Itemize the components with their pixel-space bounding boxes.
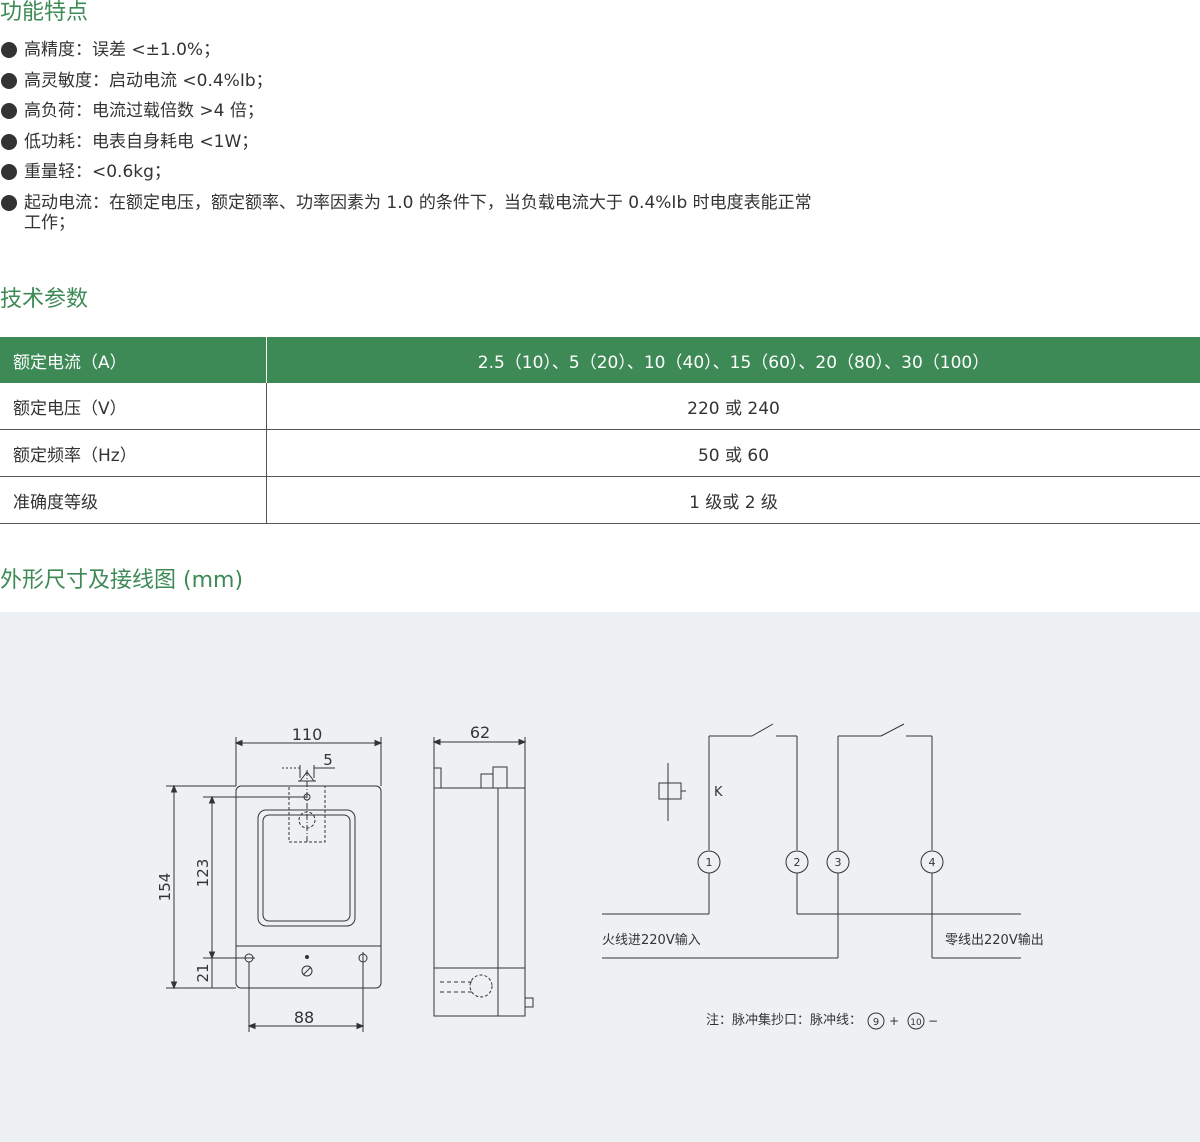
param-label: 准确度等级	[0, 476, 267, 524]
dim-width-label: 110	[292, 725, 323, 744]
param-value: 220 或 240	[266, 383, 1200, 430]
switch-label: K	[714, 785, 723, 800]
front-view	[166, 737, 383, 1032]
pulse-10-icon	[907, 1012, 925, 1030]
dim-arrows-height	[170, 784, 178, 990]
list-item: 高精度：误差 <±1.0%；	[0, 40, 820, 60]
params-title: 技术参数	[0, 287, 89, 312]
side-hidden-hole-icon	[469, 974, 493, 998]
pulse-pos-sign: +	[889, 1014, 899, 1028]
bullet-icon	[1, 133, 17, 150]
param-value: 50 或 60	[266, 429, 1200, 477]
dim-bottom-height-label: 21	[194, 963, 212, 982]
hanger-arrow-icon	[299, 771, 315, 782]
terminal-label: 1	[706, 856, 713, 869]
pulse-neg-label: 10	[910, 1018, 922, 1028]
dim-arrows-width	[234, 739, 383, 747]
bullet-icon	[1, 42, 17, 58]
params-table: 额定电流（A） 2.5（10）、5（20）、10（40）、15（60）、20（8…	[0, 337, 1200, 524]
param-value: 2.5（10）、5（20）、10（40）、15（60）、20（80）、30（10…	[266, 337, 1200, 383]
bullet-icon	[1, 103, 17, 119]
bullet-icon	[1, 194, 17, 211]
pulse-9-icon	[867, 1012, 885, 1030]
input-label: 火线进220V输入	[602, 932, 701, 948]
features-list: 高精度：误差 <±1.0%； 高灵敏度：启动电流 <0.4%Ib； 高负荷：电流…	[0, 40, 820, 243]
pulse-neg-sign: −	[928, 1014, 938, 1028]
side-view	[432, 737, 534, 1017]
pulse-note: 注：脉冲集抄口：脉冲线：	[706, 1012, 862, 1028]
dim-arrows-depth	[432, 738, 527, 746]
meter-window-outer	[257, 809, 356, 927]
bullet-icon	[1, 164, 17, 180]
table-row: 额定电流（A） 2.5（10）、5（20）、10（40）、15（60）、20（8…	[0, 337, 1200, 383]
wiring-diagram	[602, 723, 1021, 1030]
dimension-wiring-drawing: 110 5 154 123 21 88 62 K 1 2 3 4 火线进220V…	[156, 723, 1044, 1032]
list-item: 起动电流：在额定电压，额定额率、功率因素为 1.0 的条件下，当负载电流大于 0…	[0, 193, 820, 233]
param-label: 额定电流（A）	[0, 337, 267, 383]
meter-body-outline	[235, 785, 382, 989]
dim-hole-offset-label: 5	[323, 751, 333, 769]
pulse-pos-label: 9	[873, 1017, 879, 1028]
table-row: 准确度等级 1 级或 2 级	[0, 476, 1200, 524]
features-title: 功能特点	[0, 0, 89, 25]
dim-height-label: 154	[156, 873, 174, 902]
diagram-title: 外形尺寸及接线图 (mm)	[0, 568, 244, 593]
small-dot-icon	[305, 955, 309, 959]
list-item: 高灵敏度：启动电流 <0.4%Ib；	[0, 71, 820, 91]
side-body-outline	[433, 787, 526, 1017]
terminal-label: 4	[929, 856, 936, 869]
dim-depth-label: 62	[470, 723, 490, 742]
param-value: 1 级或 2 级	[266, 476, 1200, 524]
dim-arrows-hole-spacing	[247, 1022, 365, 1030]
dim-inner-height-label: 123	[194, 859, 212, 888]
terminal-label: 3	[835, 856, 842, 869]
seal-screw-icon	[301, 965, 313, 977]
table-row: 额定频率（Hz） 50 或 60	[0, 429, 1200, 477]
switch-k-icon	[751, 723, 774, 737]
param-label: 额定电压（V）	[0, 383, 267, 430]
relay-coil-icon	[658, 782, 682, 800]
list-item: 高负荷：电流过载倍数 >4 倍；	[0, 101, 820, 121]
param-label: 额定频率（Hz）	[0, 429, 267, 477]
dim-arrows-inner-height	[208, 795, 216, 960]
dimension-diagram-panel: 110 5 154 123 21 88 62 K 1 2 3 4 火线进220V…	[0, 612, 1200, 1142]
bullet-icon	[1, 72, 17, 89]
list-item: 重量轻：<0.6kg；	[0, 162, 820, 182]
terminal-label: 2	[794, 856, 801, 869]
switch-n-icon	[880, 723, 905, 737]
output-label: 零线出220V输出	[945, 932, 1044, 948]
dim-hole-spacing-label: 88	[294, 1008, 314, 1027]
table-row: 额定电压（V） 220 或 240	[0, 383, 1200, 430]
list-item: 低功耗：电表自身耗电 <1W；	[0, 132, 820, 152]
